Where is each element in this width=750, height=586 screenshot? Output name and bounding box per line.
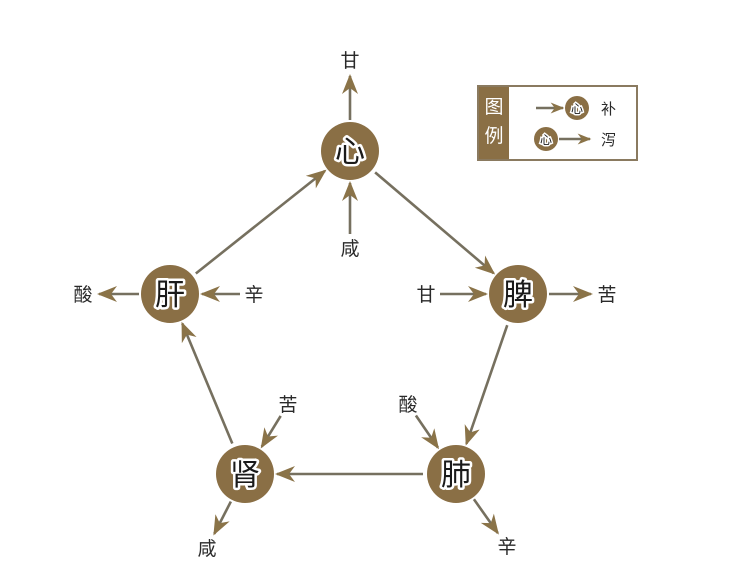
flavor-label: 酸 bbox=[398, 394, 417, 416]
legend-title-1: 图 bbox=[484, 96, 503, 118]
flavor-label: 酸 bbox=[73, 284, 92, 306]
organ-node-liver: 肝 bbox=[141, 265, 199, 323]
organ-label: 心 bbox=[335, 135, 365, 170]
cycle-arrow-heart-to-spleen bbox=[374, 171, 496, 275]
flavor-arrow-lung-sedate bbox=[472, 498, 499, 535]
flavor-arrow-lung-tonify bbox=[414, 414, 440, 450]
organ-circle bbox=[216, 445, 274, 503]
flavor-arrow-kidney-tonify bbox=[260, 415, 282, 449]
organ-node-lung: 肺 bbox=[427, 445, 485, 503]
flavor-label: 甘 bbox=[340, 50, 359, 72]
legend-sedate-organ-label: 心 bbox=[540, 133, 552, 147]
legend-tonify-label: 补 bbox=[601, 100, 616, 118]
flavor-label: 苦 bbox=[597, 284, 616, 306]
organ-node-spleen: 脾 bbox=[489, 265, 547, 323]
legend-sedate-label: 泻 bbox=[601, 131, 616, 149]
flavors-layer: 甘咸甘苦酸辛苦咸辛酸 bbox=[73, 50, 616, 560]
flavor-arrow-kidney-sedate bbox=[213, 500, 232, 536]
organs-layer: 心脾肺 肾 肝 bbox=[141, 122, 547, 503]
flavor-label: 咸 bbox=[197, 538, 216, 560]
organ-label: 肺 bbox=[441, 458, 471, 493]
flavor-label: 甘 bbox=[416, 284, 435, 306]
cycle-arrow-liver-to-heart bbox=[195, 169, 327, 275]
cycle-arrow-spleen-to-lung bbox=[464, 324, 509, 446]
organ-node-heart: 心 bbox=[321, 122, 379, 180]
organ-circle bbox=[427, 445, 485, 503]
legend-sedate-organ-icon bbox=[534, 127, 558, 151]
organ-label: 肾 bbox=[230, 458, 260, 493]
organ-label: 肝 bbox=[155, 278, 185, 313]
edges-layer bbox=[97, 74, 593, 536]
organ-circle bbox=[489, 265, 547, 323]
flavor-label: 咸 bbox=[340, 238, 359, 260]
legend-title-2: 例 bbox=[484, 125, 503, 147]
organ-label: 脾 bbox=[503, 278, 533, 313]
flavor-label: 苦 bbox=[278, 394, 297, 416]
cycle-arrow-kidney-to-liver bbox=[181, 321, 234, 445]
flavor-label: 辛 bbox=[497, 536, 516, 558]
legend-title-bar bbox=[479, 87, 509, 159]
flavor-label: 辛 bbox=[244, 284, 263, 306]
organ-node-kidney: 肾 bbox=[216, 445, 274, 503]
legend-tonify-organ-icon bbox=[565, 96, 589, 120]
legend-tonify-organ-label: 心 bbox=[571, 102, 583, 116]
organ-circle bbox=[141, 265, 199, 323]
legend: 图 例 心 补 心 泻 bbox=[477, 85, 638, 161]
organ-circle bbox=[321, 122, 379, 180]
